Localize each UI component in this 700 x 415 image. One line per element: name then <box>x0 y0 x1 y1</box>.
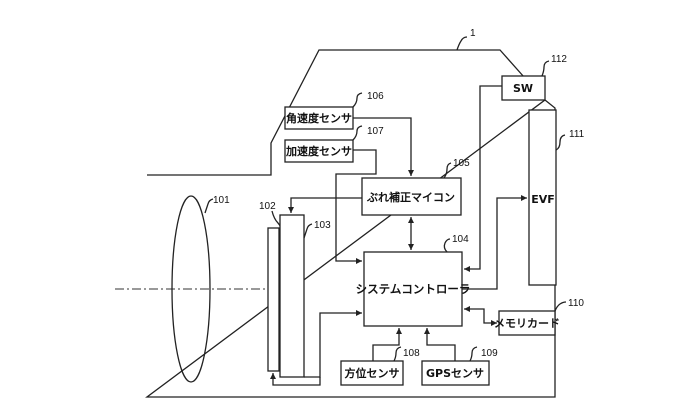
evf-box <box>528 109 557 286</box>
gyro-sensor-label: 角速度センサ <box>286 111 352 125</box>
sensor-103 <box>279 214 305 378</box>
ref-103: 103 <box>314 220 331 231</box>
ref-leader-111 <box>555 134 566 151</box>
ref-body: 1 <box>470 28 476 39</box>
ref-108: 108 <box>403 348 420 359</box>
ref-102: 102 <box>259 201 276 212</box>
ref-leader-108 <box>393 346 402 362</box>
stabilizer-mcu-label: ぶれ補正マイコン <box>366 190 455 204</box>
conn-controller-memory <box>464 306 497 326</box>
switch-box <box>501 75 546 101</box>
ref-112: 112 <box>551 54 567 65</box>
conn-103-to-controller <box>304 310 362 378</box>
ref-104: 104 <box>452 234 469 245</box>
lens-101 <box>171 195 211 383</box>
ref-109: 109 <box>481 348 498 359</box>
ref-110: 110 <box>568 298 584 309</box>
ref-105: 105 <box>453 158 470 169</box>
camera-body-outline <box>145 49 556 398</box>
ref-101: 101 <box>213 195 230 206</box>
conn-controller-to-evf <box>462 195 527 290</box>
switch-label: SW <box>513 82 533 95</box>
accel-sensor-box <box>284 139 354 163</box>
accel-sensor-label: 加速度センサ <box>285 144 352 158</box>
ref-leader-body <box>456 36 468 51</box>
system-controller-label: システムコントローラ <box>356 282 471 296</box>
ref-107: 107 <box>367 126 384 137</box>
orientation-sensor-label: 方位センサ <box>345 366 400 380</box>
ref-leader-107 <box>352 125 363 141</box>
ref-leader-109 <box>469 346 478 362</box>
conn-accel-to-bus <box>335 149 377 198</box>
conn-orientation-to-controller <box>372 328 402 361</box>
ref-leader-104 <box>443 238 451 253</box>
gps-sensor-label: GPSセンサ <box>426 367 484 380</box>
sensor-102 <box>267 227 280 372</box>
ref-leader-106 <box>352 92 363 108</box>
ref-leader-103 <box>303 223 313 239</box>
ref-111: 111 <box>569 129 585 140</box>
orientation-sensor-box <box>340 360 404 386</box>
memory-card-box <box>498 310 556 336</box>
gps-sensor-box <box>421 360 490 386</box>
evf-label: EVF <box>531 193 555 206</box>
ref-leader-105 <box>443 162 452 179</box>
stabilizer-mcu-box <box>361 177 462 216</box>
conn-mcu-to-103 <box>288 197 362 213</box>
ref-leader-101 <box>204 198 214 214</box>
ref-leader-110 <box>554 301 567 312</box>
conn-switch-to-controller <box>464 85 502 272</box>
ref-leader-112 <box>541 60 550 77</box>
ref-106: 106 <box>367 91 384 102</box>
conn-gps-to-controller <box>424 328 456 361</box>
conn-gyro-to-mcu <box>353 117 414 176</box>
memory-card-label: メモリカード <box>494 317 560 330</box>
conn-bus-to-controller <box>335 198 362 264</box>
conn-controller-to-102 <box>270 373 321 386</box>
